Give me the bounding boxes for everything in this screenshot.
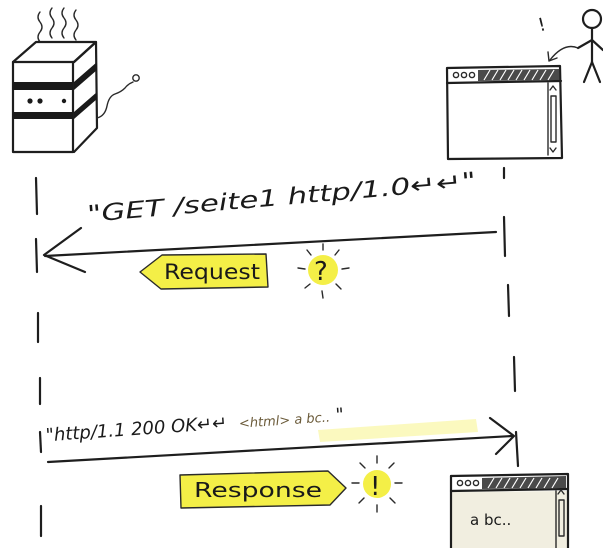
- exclamation-lightbulb-icon: !: [351, 455, 403, 513]
- steam-icon: [37, 7, 79, 43]
- question-lightbulb-icon: ?: [297, 243, 350, 299]
- response-symbol: !: [370, 472, 380, 502]
- request-arrow: [42, 226, 498, 274]
- rendered-browser-content: a bc..: [470, 511, 511, 529]
- browser-window-icon: [445, 64, 564, 161]
- svg-text:"http/1.1 200 OK↵↵ <ht: "http/1.1 200 OK↵↵ <html> a bc.. ": [45, 404, 345, 446]
- response-label: Response: [194, 478, 322, 502]
- response-message-end: ": [335, 404, 345, 426]
- response-message-body: <html> a bc..: [238, 410, 330, 431]
- response-label-tag: Response: [179, 470, 347, 509]
- rendered-browser-window-icon: a bc..: [449, 472, 570, 548]
- user-icon: [547, 8, 603, 84]
- request-label: Request: [164, 260, 260, 284]
- request-symbol: ?: [314, 257, 328, 287]
- response-message: "http/1.1 200 OK↵↵ <html> a bc.. ": [45, 404, 345, 446]
- server: [11, 7, 140, 154]
- request-message: "GET /seite1 http/1.0↵↵": [86, 168, 477, 228]
- user-exclamation: !: [536, 14, 548, 36]
- client-lifeline: [502, 166, 520, 468]
- response-message-main: "http/1.1 200 OK↵↵: [45, 413, 228, 447]
- response-body-highlight: [318, 419, 478, 442]
- response-arrow: [46, 416, 516, 464]
- request-label-tag: Request: [139, 253, 269, 290]
- server-lifeline: [34, 176, 43, 538]
